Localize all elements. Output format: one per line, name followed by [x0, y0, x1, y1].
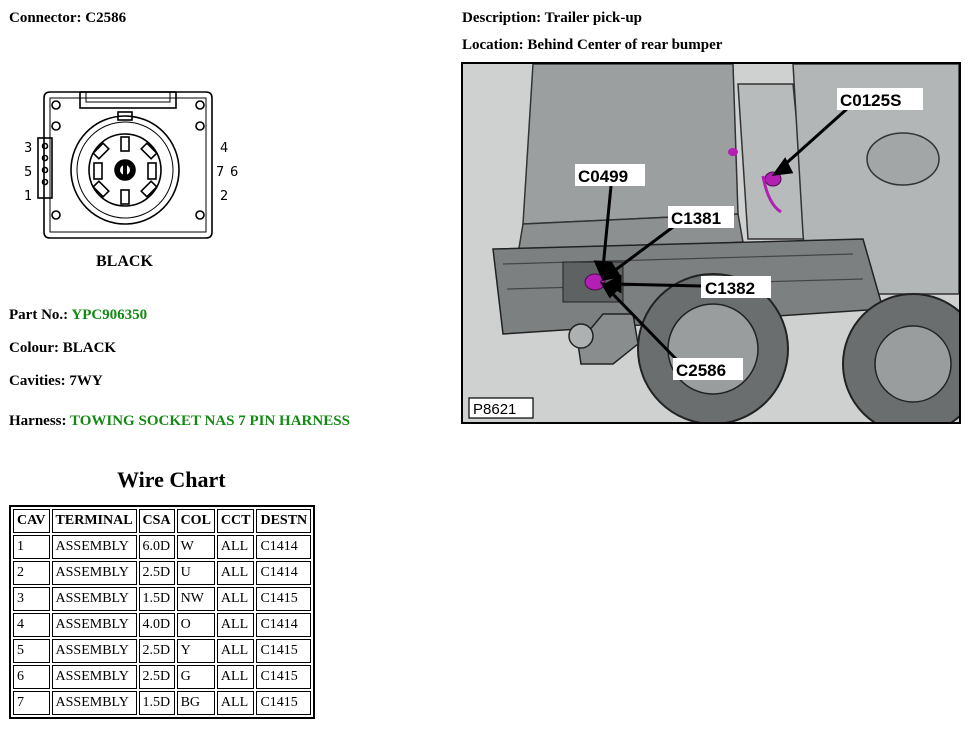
cell-terminal: ASSEMBLY: [51, 535, 137, 559]
callout-c0499: C0499: [578, 167, 628, 186]
pin-label-3: 3: [24, 141, 32, 156]
cell-terminal: ASSEMBLY: [51, 665, 137, 689]
cell-cct: ALL: [216, 561, 255, 585]
cell-destn: C1414: [256, 613, 312, 637]
callout-c1382: C1382: [705, 279, 755, 298]
part-no-label: Part No.:: [9, 307, 69, 323]
cell-csa: 1.5D: [138, 587, 175, 611]
cell-terminal: ASSEMBLY: [51, 587, 137, 611]
pin-label-7: 7: [216, 165, 224, 180]
cell-destn: C1415: [256, 691, 312, 715]
pin-label-1: 1: [24, 189, 32, 204]
part-no-value: YPC906350: [71, 307, 148, 323]
wire-chart-title: Wire Chart: [117, 467, 226, 492]
connector-face-diagram: 3 5 1 4 7 6 2 BLACK: [24, 80, 254, 280]
cell-cct: ALL: [216, 639, 255, 663]
cell-destn: C1415: [256, 665, 312, 689]
cell-cav: 3: [13, 587, 50, 611]
description-value: Trailer pick-up: [544, 10, 643, 26]
wire-chart-table: CAV TERMINAL CSA COL CCT DESTN 1 ASSEMBL…: [9, 505, 316, 719]
location-value: Behind Center of rear bumper: [527, 37, 723, 53]
wire-chart-header-row: CAV TERMINAL CSA COL CCT DESTN: [13, 509, 312, 533]
colour-value: BLACK: [62, 340, 117, 356]
cavities-line: Cavities: 7WY: [9, 373, 103, 390]
table-row: 3 ASSEMBLY 1.5D NW ALL C1415: [13, 587, 312, 611]
cell-cav: 1: [13, 535, 50, 559]
pin-label-4: 4: [220, 141, 228, 156]
harness-line: Harness: TOWING SOCKET NAS 7 PIN HARNESS: [9, 413, 350, 430]
cell-csa: 1.5D: [138, 691, 175, 715]
col-header-destn: DESTN: [256, 509, 312, 533]
colour-line: Colour: BLACK: [9, 340, 116, 357]
cell-cav: 6: [13, 665, 50, 689]
cell-destn: C1414: [256, 535, 312, 559]
cell-cct: ALL: [216, 535, 255, 559]
pin-label-5: 5: [24, 165, 32, 180]
harness-label: Harness:: [9, 413, 67, 429]
pin-label-2: 2: [220, 189, 228, 204]
table-row: 5 ASSEMBLY 2.5D Y ALL C1415: [13, 639, 312, 663]
table-row: 7 ASSEMBLY 1.5D BG ALL C1415: [13, 691, 312, 715]
location-image: C0125S C0499 C1381 C1382 C2586 P8621: [461, 62, 961, 424]
cell-col: G: [176, 665, 215, 689]
location-label: Location:: [462, 37, 524, 53]
cell-cav: 4: [13, 613, 50, 637]
connector-color-caption: BLACK: [96, 253, 153, 270]
table-row: 2 ASSEMBLY 2.5D U ALL C1414: [13, 561, 312, 585]
cell-destn: C1415: [256, 587, 312, 611]
cavities-label: Cavities:: [9, 373, 66, 389]
table-row: 6 ASSEMBLY 2.5D G ALL C1415: [13, 665, 312, 689]
cell-cct: ALL: [216, 691, 255, 715]
cell-terminal: ASSEMBLY: [51, 691, 137, 715]
harness-value: TOWING SOCKET NAS 7 PIN HARNESS: [69, 413, 350, 429]
cell-terminal: ASSEMBLY: [51, 561, 137, 585]
connector-label: Connector:: [9, 10, 82, 26]
location-line: Location: Behind Center of rear bumper: [462, 37, 722, 54]
cell-col: Y: [176, 639, 215, 663]
description-line: Description: Trailer pick-up: [462, 10, 642, 27]
cell-cct: ALL: [216, 613, 255, 637]
cell-terminal: ASSEMBLY: [51, 613, 137, 637]
cell-col: NW: [176, 587, 215, 611]
col-header-col: COL: [176, 509, 215, 533]
cell-col: BG: [176, 691, 215, 715]
connector-value: C2586: [85, 10, 127, 26]
cell-col: O: [176, 613, 215, 637]
pin-label-6: 6: [230, 165, 238, 180]
col-header-csa: CSA: [138, 509, 175, 533]
table-row: 4 ASSEMBLY 4.0D O ALL C1414: [13, 613, 312, 637]
cell-destn: C1414: [256, 561, 312, 585]
cell-csa: 2.5D: [138, 639, 175, 663]
cell-col: W: [176, 535, 215, 559]
callout-c1381: C1381: [671, 209, 721, 228]
callout-c0125s: C0125S: [840, 91, 901, 110]
cell-cav: 7: [13, 691, 50, 715]
cell-col: U: [176, 561, 215, 585]
table-row: 1 ASSEMBLY 6.0D W ALL C1414: [13, 535, 312, 559]
cell-csa: 4.0D: [138, 613, 175, 637]
cell-cct: ALL: [216, 587, 255, 611]
col-header-terminal: TERMINAL: [51, 509, 137, 533]
callout-c2586: C2586: [676, 361, 726, 380]
cell-destn: C1415: [256, 639, 312, 663]
cell-terminal: ASSEMBLY: [51, 639, 137, 663]
part-no-line: Part No.: YPC906350: [9, 307, 147, 324]
cell-cct: ALL: [216, 665, 255, 689]
cell-csa: 2.5D: [138, 561, 175, 585]
colour-label: Colour:: [9, 340, 59, 356]
col-header-cct: CCT: [216, 509, 255, 533]
cell-csa: 6.0D: [138, 535, 175, 559]
figure-ref-code: P8621: [473, 401, 516, 418]
cavities-value: 7WY: [69, 373, 103, 389]
cell-csa: 2.5D: [138, 665, 175, 689]
connector-line: Connector: C2586: [9, 10, 126, 27]
cell-cav: 2: [13, 561, 50, 585]
col-header-cav: CAV: [13, 509, 50, 533]
cell-cav: 5: [13, 639, 50, 663]
description-label: Description:: [462, 10, 542, 26]
